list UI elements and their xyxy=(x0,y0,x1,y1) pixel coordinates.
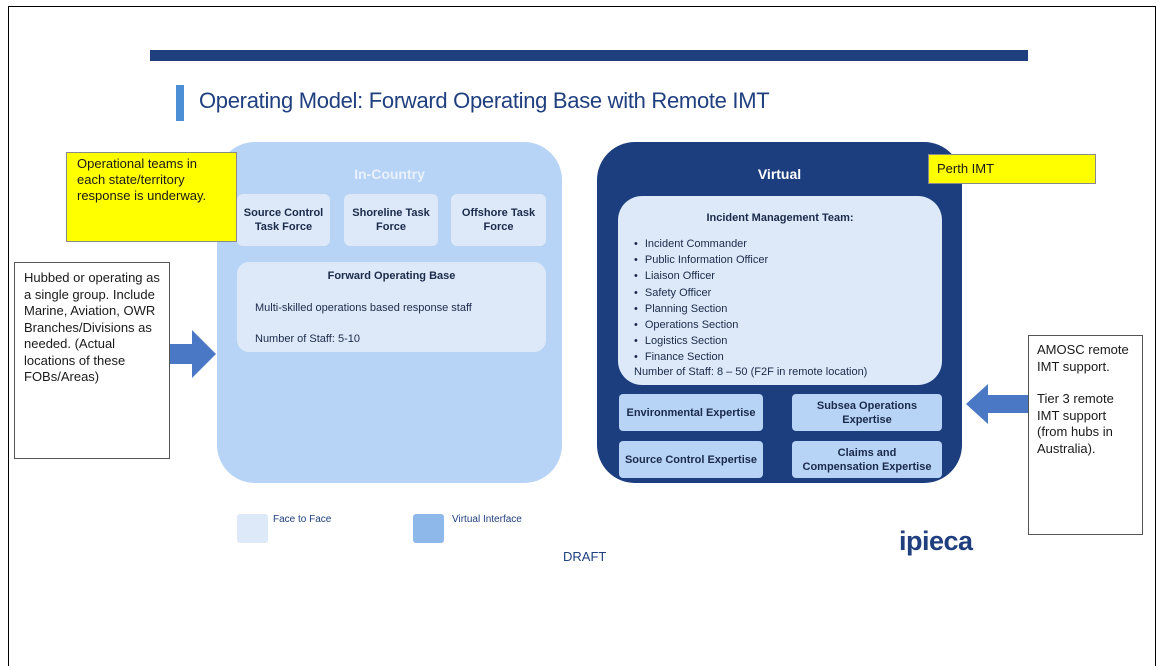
note-spacer xyxy=(1037,375,1134,391)
source-control-expertise: Source Control Expertise xyxy=(619,441,763,478)
virtual-panel: Virtual Incident Management Team: Incide… xyxy=(597,142,962,483)
offshore-task-force: Offshore Task Force xyxy=(451,194,546,246)
list-item: Finance Section xyxy=(634,349,768,365)
slide-title: Operating Model: Forward Operating Base … xyxy=(199,88,770,113)
title-accent-bar xyxy=(176,85,184,121)
fob-description: Multi-skilled operations based response … xyxy=(255,302,472,314)
tier3-support-text: Tier 3 remote IMT support (from hubs in … xyxy=(1037,391,1114,456)
slide-frame xyxy=(8,6,1156,666)
list-item: Incident Commander xyxy=(634,236,768,252)
face-to-face-label: Face to Face xyxy=(273,514,332,525)
environmental-expertise: Environmental Expertise xyxy=(619,394,763,431)
virtual-heading: Virtual xyxy=(757,166,802,182)
fob-staff-count: Number of Staff: 5-10 xyxy=(255,333,360,345)
header-rule xyxy=(150,50,1028,61)
in-country-heading: In-Country xyxy=(354,166,425,182)
incident-management-team-box: Incident Management Team: Incident Comma… xyxy=(618,196,942,385)
amosc-remote-support-text: AMOSC remote IMT support. xyxy=(1037,342,1129,374)
face-to-face-swatch xyxy=(237,514,268,543)
operational-teams-callout: Operational teams in each state/territor… xyxy=(66,152,237,242)
claims-and-compensation-expertise: Claims and Compensation Expertise xyxy=(792,441,942,478)
list-item: Safety Officer xyxy=(634,285,768,301)
hubbed-operations-note: Hubbed or operating as a single group. I… xyxy=(14,262,170,459)
fob-title: Forward Operating Base xyxy=(327,270,456,282)
right-arrow-icon xyxy=(170,330,216,378)
imt-role-list: Incident Commander Public Information Of… xyxy=(634,236,768,366)
amosc-support-note: AMOSC remote IMT support. Tier 3 remote … xyxy=(1028,335,1143,535)
ipieca-logo: ipieca xyxy=(899,526,973,556)
imt-title: Incident Management Team: xyxy=(706,212,854,224)
list-item: Public Information Officer xyxy=(634,252,768,268)
perth-imt-callout: Perth IMT xyxy=(928,154,1096,184)
in-country-panel: In-Country Source Control Task Force Sho… xyxy=(217,142,562,483)
virtual-interface-label: Virtual Interface xyxy=(452,514,522,525)
shoreline-task-force: Shoreline Task Force xyxy=(344,194,438,246)
draft-label: DRAFT xyxy=(563,549,607,564)
left-arrow-icon xyxy=(966,384,1028,424)
source-control-task-force: Source Control Task Force xyxy=(237,194,330,246)
virtual-interface-swatch xyxy=(413,514,444,543)
subsea-operations-expertise: Subsea Operations Expertise xyxy=(792,394,942,431)
list-item: Planning Section xyxy=(634,301,768,317)
imt-staff-count: Number of Staff: 8 – 50 (F2F in remote l… xyxy=(634,366,868,378)
list-item: Liaison Officer xyxy=(634,268,768,284)
list-item: Logistics Section xyxy=(634,333,768,349)
forward-operating-base-box: Forward Operating Base Multi-skilled ope… xyxy=(237,262,546,352)
list-item: Operations Section xyxy=(634,317,768,333)
